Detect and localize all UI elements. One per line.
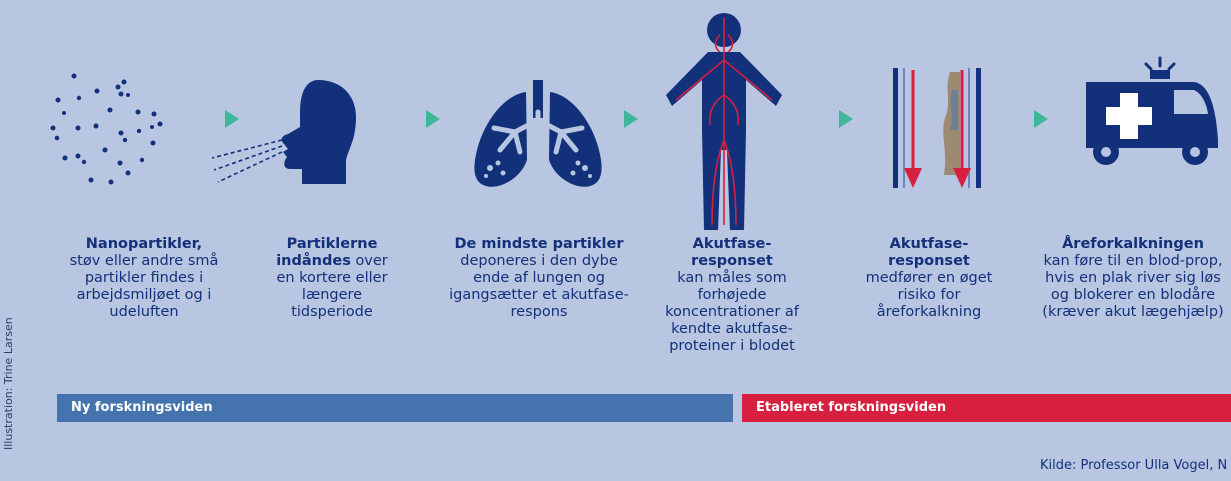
step-3-title: De mindste partikler bbox=[455, 236, 624, 252]
step-caption-5: Akutfase-responset medfører en øget risi… bbox=[864, 236, 994, 321]
step-5-text: medfører en øget risiko for åreforkalkni… bbox=[866, 270, 993, 320]
ambulance-icon bbox=[1086, 58, 1218, 165]
step-6-title: Åreforkalkningen bbox=[1062, 236, 1204, 252]
arrow-icon bbox=[426, 110, 440, 128]
established-research-label: Etableret forskningsviden bbox=[756, 400, 946, 415]
process-illustration bbox=[0, 0, 1231, 230]
new-research-bar: Ny forskningsviden bbox=[57, 394, 733, 422]
step-4-text: kan måles som forhøjede koncentrationer … bbox=[665, 270, 799, 354]
arrow-icon bbox=[225, 110, 239, 128]
established-research-bar: Etableret forskningsviden bbox=[742, 394, 1231, 422]
step-3-text: deponeres i den dybe ende af lungen og i… bbox=[449, 253, 629, 320]
step-caption-3: De mindste partikler deponeres i den dyb… bbox=[444, 236, 634, 321]
step-1-title: Nanopartikler, bbox=[86, 236, 202, 252]
credit-text: Illustration: Trine Larsen bbox=[2, 317, 15, 450]
step-caption-1: Nanopartikler, støv eller andre små part… bbox=[58, 236, 230, 321]
particles-icon bbox=[51, 74, 163, 185]
human-body-icon bbox=[666, 13, 782, 230]
new-research-label: Ny forskningsviden bbox=[71, 400, 213, 415]
arrow-icon bbox=[1034, 110, 1048, 128]
lungs-icon bbox=[474, 80, 601, 187]
step-5-title: Akutfase-responset bbox=[888, 236, 970, 269]
step-4-title: Akutfase-responset bbox=[691, 236, 773, 269]
step-1-text: støv eller andre små partikler findes i … bbox=[70, 253, 219, 320]
head-icon bbox=[212, 80, 356, 184]
illustration-credit: Illustration: Trine Larsen bbox=[2, 300, 16, 460]
arrow-icon bbox=[624, 110, 638, 128]
step-6-text: kan føre til en blod-prop, hvis en plak … bbox=[1042, 253, 1223, 320]
step-caption-2: Partiklerne indåndes over en kortere ell… bbox=[268, 236, 396, 321]
source-note: Kilde: Professor Ulla Vogel, N bbox=[1040, 458, 1227, 473]
step-caption-4: Akutfase-responset kan måles som forhøje… bbox=[652, 236, 812, 355]
artery-icon bbox=[893, 68, 981, 188]
step-caption-6: Åreforkalkningen kan føre til en blod-pr… bbox=[1038, 236, 1228, 321]
arrow-icon bbox=[839, 110, 853, 128]
